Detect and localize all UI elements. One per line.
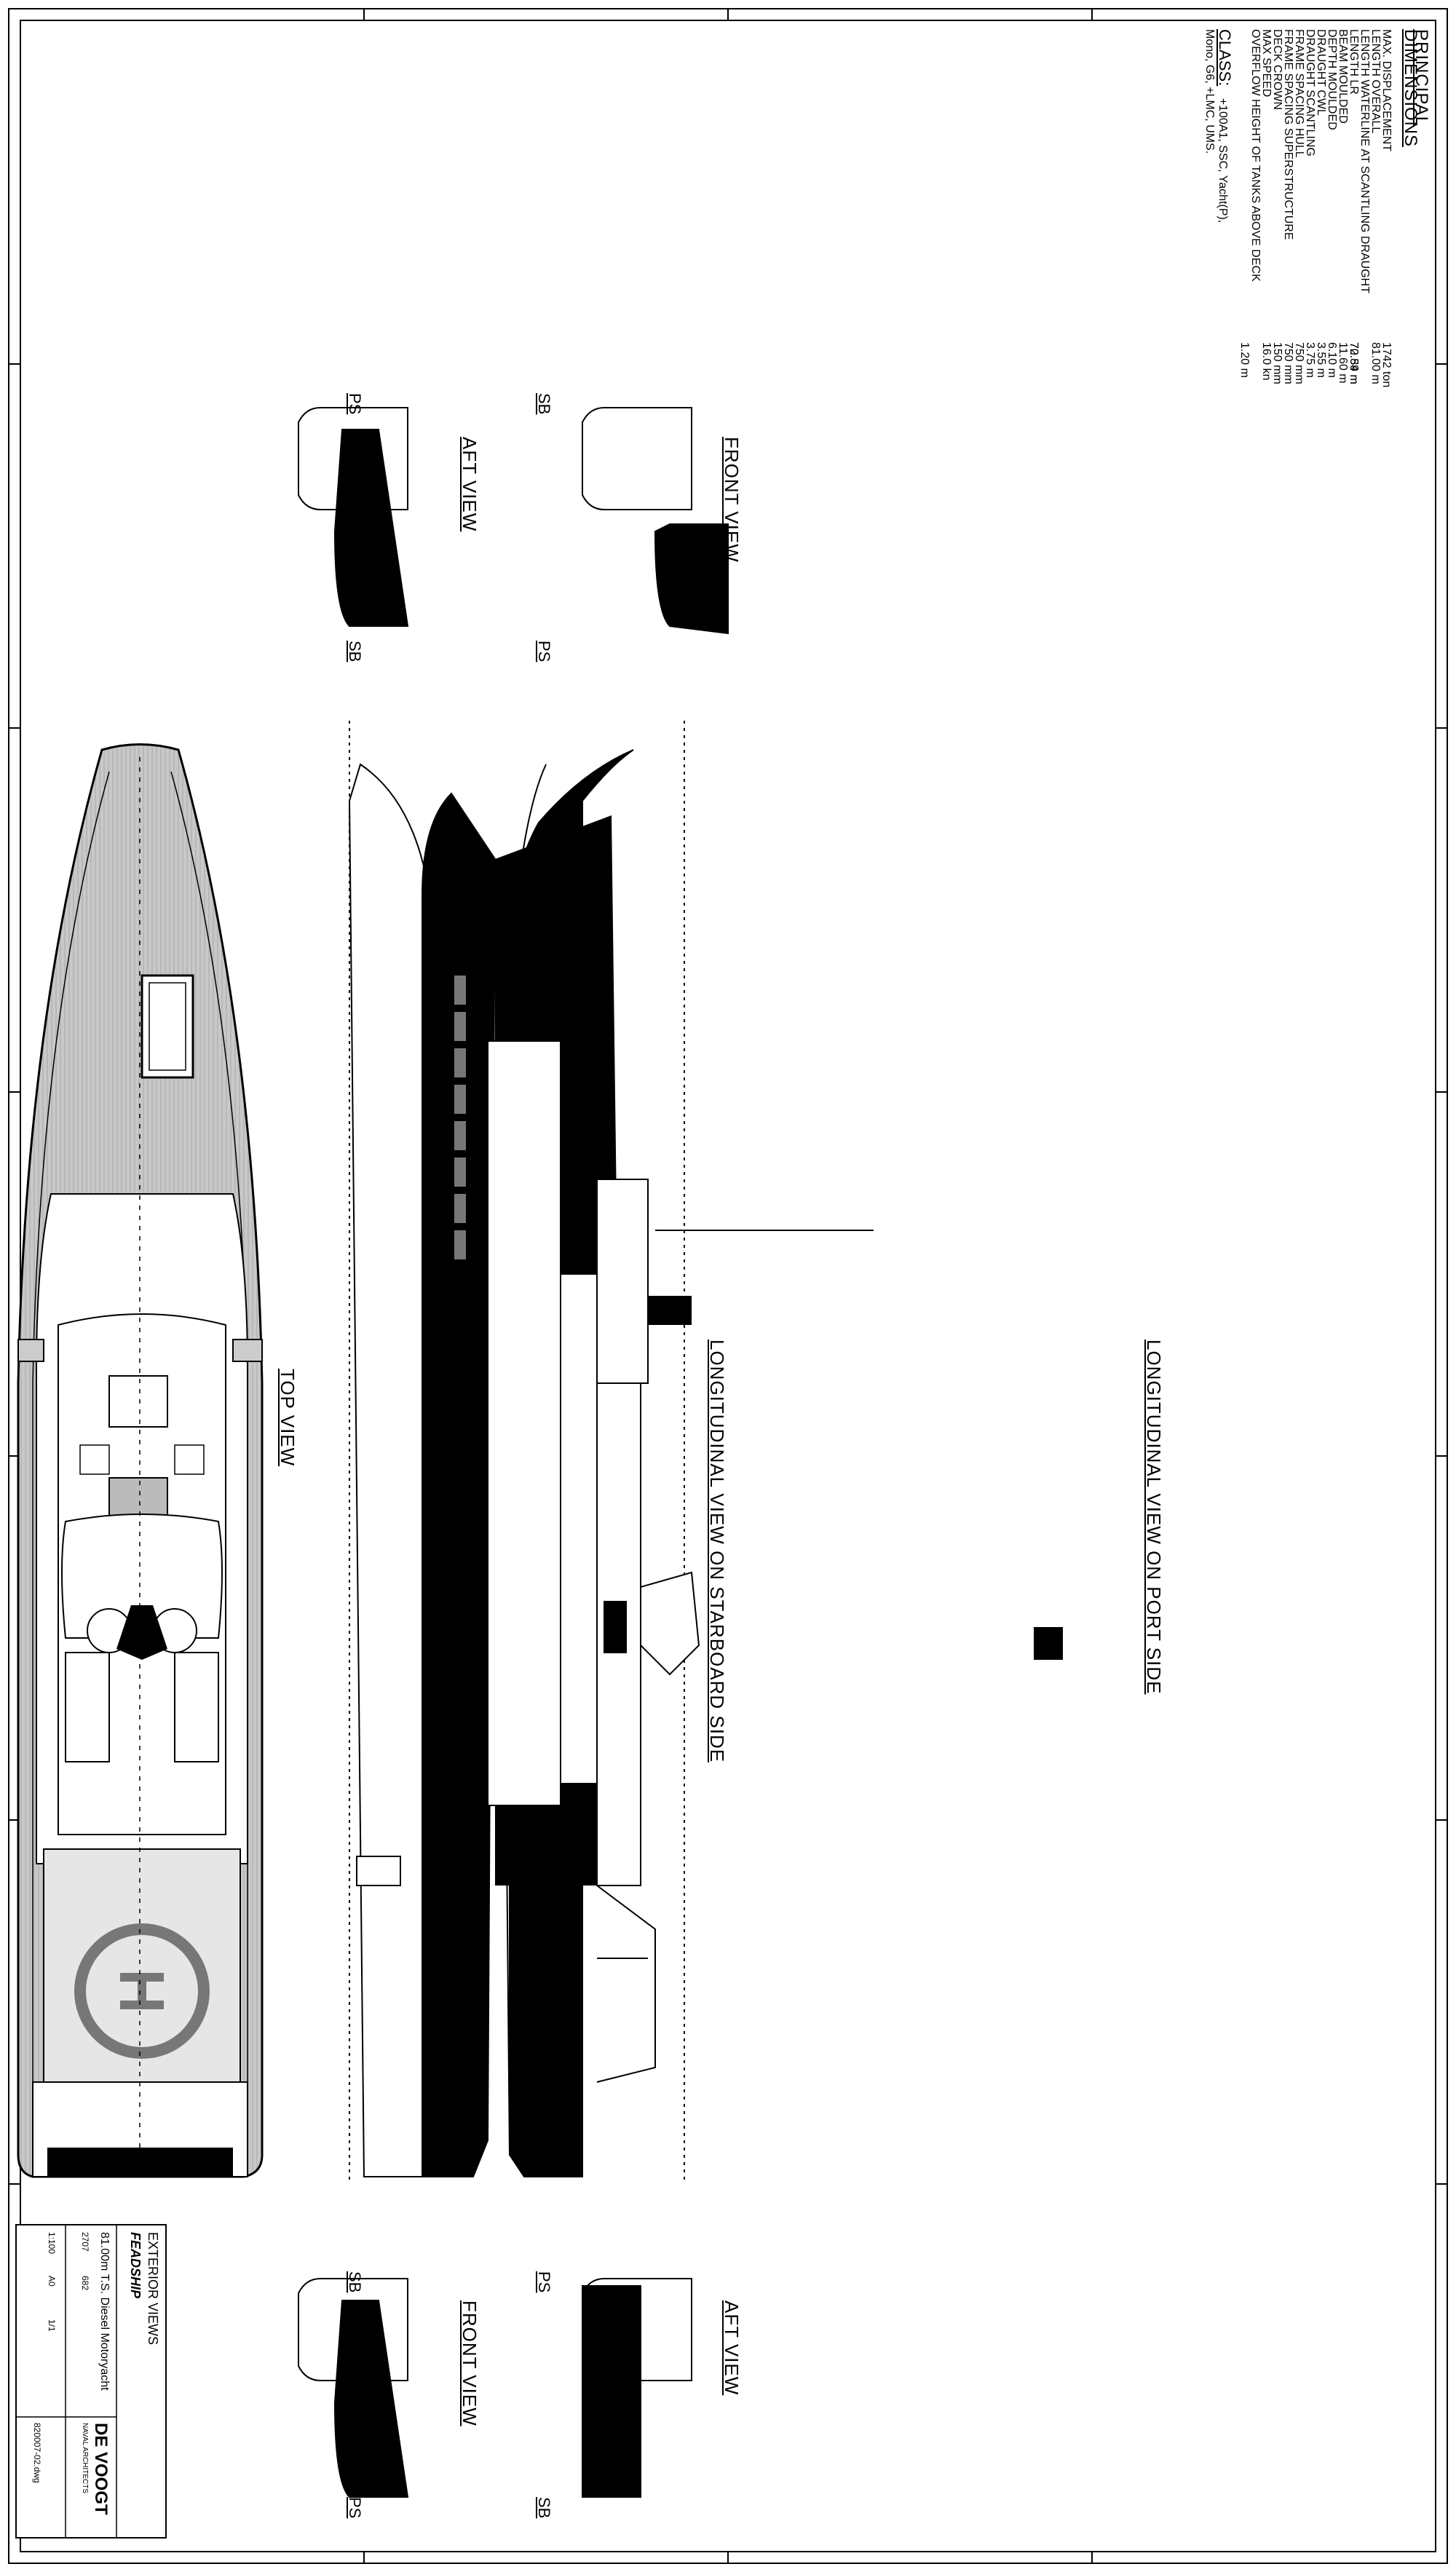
drawing-title: EXTERIOR VIEWS bbox=[146, 2232, 160, 2346]
dimension-row: DECK CROWN 150 mm bbox=[1271, 29, 1283, 384]
dimension-value: 1742 ton bbox=[1380, 342, 1393, 388]
top-view-label: TOP VIEW bbox=[277, 1369, 298, 1467]
dimension-value: 150 mm bbox=[1271, 342, 1283, 384]
class-label: CLASS: bbox=[1216, 29, 1234, 87]
side-label-ps-4: PS bbox=[535, 2271, 553, 2293]
dimension-row: OVERFLOW HEIGHT OF TANKS ABOVE DECK 1.20 … bbox=[1238, 29, 1262, 378]
dimension-value: 3.75 m bbox=[1304, 342, 1316, 378]
front-view-upper-drawing bbox=[298, 407, 409, 627]
port-profile-drawing bbox=[348, 721, 692, 2184]
dimension-label: MAX SPEED bbox=[1260, 29, 1273, 98]
dimension-label: DRAUGHT CWL bbox=[1315, 29, 1327, 116]
top-view-drawing bbox=[17, 743, 264, 2178]
project-title: 81.00m T.S. Diesel Motoryacht bbox=[98, 2232, 111, 2391]
company-logo: DE VOOGT bbox=[91, 2423, 111, 2515]
aft-view-upper-drawing bbox=[298, 2278, 409, 2498]
dimension-label: FRAME SPACING HULL bbox=[1293, 29, 1305, 158]
dimension-row: LENGTH LR 70.59 m bbox=[1348, 29, 1360, 384]
dimension-row: FRAME SPACING SUPERSTRUCTURE 750 mm bbox=[1282, 29, 1294, 384]
dimension-label: DECK CROWN bbox=[1271, 29, 1283, 111]
dimension-value: 1.20 m bbox=[1238, 342, 1251, 378]
aft-view-lower-drawing bbox=[582, 407, 729, 635]
dimension-label: LENGTH WATERLINE AT SCANTLING DRAUGHT bbox=[1358, 29, 1371, 294]
sheet-size: A0 bbox=[47, 2276, 57, 2287]
dimension-label: DRAUGHT SCANTLING bbox=[1304, 29, 1316, 157]
dimension-label: BEAM MOULDED bbox=[1337, 29, 1349, 124]
company-subtitle: NAVAL ARCHITECTS bbox=[81, 2423, 89, 2494]
dimension-value: 750 mm bbox=[1282, 342, 1294, 384]
scale-value: 1:100 bbox=[47, 2232, 57, 2255]
aft-view-label-lower: AFT VIEW bbox=[721, 2300, 743, 2396]
client-name: FEADSHIP bbox=[128, 2232, 143, 2299]
sheet-number: 1/1 bbox=[47, 2319, 57, 2332]
dimension-value: 3.55 m bbox=[1315, 342, 1327, 378]
dimension-row: DEPTH MOULDED 6.10 m bbox=[1326, 29, 1338, 378]
side-label-ps-2: PS bbox=[535, 641, 553, 662]
front-view-label-lower: FRONT VIEW bbox=[459, 2300, 480, 2426]
starboard-view-label: LONGITUDINAL VIEW ON STARBOARD SIDE bbox=[706, 1340, 728, 1763]
dimensions-heading: PRINCIPAL DIMENSIONS bbox=[1401, 29, 1431, 148]
dimension-label: DEPTH MOULDED bbox=[1326, 29, 1338, 130]
dimension-label: MAX. DISPLACEMENT bbox=[1380, 29, 1393, 152]
dimension-row: BEAM MOULDED 11.60 m bbox=[1337, 29, 1349, 384]
dimension-label: OVERFLOW HEIGHT OF TANKS ABOVE DECK bbox=[1249, 29, 1262, 282]
dimension-label: FRAME SPACING SUPERSTRUCTURE bbox=[1282, 29, 1294, 240]
port-view-label: LONGITUDINAL VIEW ON PORT SIDE bbox=[1143, 1340, 1165, 1695]
aft-view-label-upper: AFT VIEW bbox=[459, 437, 480, 532]
dimension-value: 70.59 m bbox=[1348, 342, 1360, 384]
yard-value: 2707 bbox=[80, 2232, 90, 2252]
dimension-row: FRAME SPACING HULL 750 mm bbox=[1293, 29, 1305, 384]
side-label-sb-1: SB bbox=[346, 641, 364, 662]
dimension-label: LENGTH LR bbox=[1348, 29, 1360, 95]
class-notation: CLASS: +100A1, SSC, Yacht(P), Mono, G6, … bbox=[1203, 29, 1234, 248]
side-label-ps-3: PS bbox=[346, 2497, 364, 2519]
dimension-row: MAX SPEED 16.0 kn bbox=[1260, 29, 1273, 380]
dimension-value: 16.0 kn bbox=[1260, 342, 1273, 381]
side-label-sb-3: SB bbox=[346, 2271, 364, 2293]
dimension-row: DRAUGHT SCANTLING 3.75 m bbox=[1304, 29, 1316, 378]
dimension-value: 6.10 m bbox=[1326, 342, 1338, 378]
side-label-sb-2: SB bbox=[535, 393, 553, 415]
title-block: EXTERIOR VIEWS FEADSHIP 81.00m T.S. Dies… bbox=[16, 2225, 166, 2538]
side-label-sb-4: SB bbox=[535, 2497, 553, 2519]
side-label-ps-1: PS bbox=[346, 393, 364, 415]
yard-number: 682 bbox=[80, 2276, 90, 2291]
drawing-number: 820007-02.dwg bbox=[32, 2423, 42, 2483]
front-view-label-upper: FRONT VIEW bbox=[721, 437, 743, 563]
principal-dimensions: PRINCIPAL DIMENSIONS MAX. DISPLACEMENT 17… bbox=[1203, 29, 1431, 387]
dimension-value: 750 mm bbox=[1293, 342, 1305, 384]
dimension-value: 81.00 m bbox=[1369, 342, 1382, 384]
dimension-row: LENGTH OVERALL 81.00 m bbox=[1369, 29, 1382, 384]
front-view-lower-drawing bbox=[582, 2278, 692, 2498]
dimension-row: MAX. DISPLACEMENT 1742 ton bbox=[1380, 29, 1393, 387]
title-block-frame bbox=[15, 2224, 167, 2539]
dimension-row: DRAUGHT CWL 3.55 m bbox=[1315, 29, 1327, 378]
dimension-label: LENGTH OVERALL bbox=[1369, 29, 1382, 134]
dimension-value: 11.60 m bbox=[1337, 342, 1349, 384]
